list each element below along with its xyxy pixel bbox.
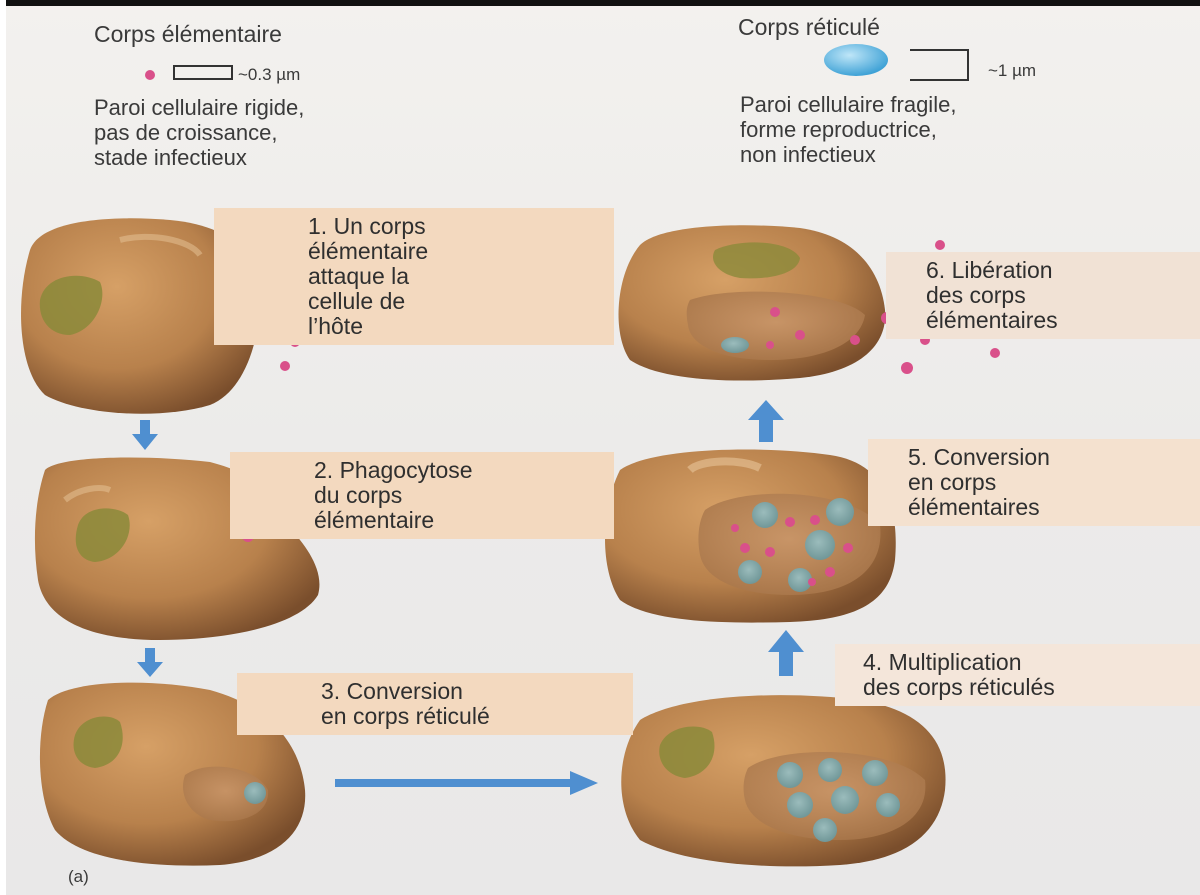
panel-label: (a)	[68, 864, 89, 889]
step-1-label: 1. Un corps élémentaire attaque la cellu…	[214, 208, 614, 345]
legend-reticulate-glyph	[824, 44, 968, 80]
host-cell-step-4	[621, 695, 945, 866]
arrow-step-3-to-4	[335, 771, 598, 795]
legend-reticulate-size: ~1 µm	[988, 58, 1036, 83]
host-cell-step-6	[619, 225, 886, 380]
arrow-step-5-to-6	[748, 400, 784, 442]
step-2-label: 2. Phagocytose du corps élémentaire	[230, 452, 614, 539]
step-3-label: 3. Conversion en corps réticulé	[237, 673, 633, 735]
arrow-step-4-to-5	[768, 630, 804, 676]
step-4-label: 4. Multiplication des corps réticulés	[835, 644, 1200, 706]
legend-elementary-glyph	[145, 66, 232, 80]
step-5-label: 5. Conversion en corps élémentaires	[868, 439, 1200, 526]
host-cell-step-5	[605, 450, 896, 623]
step-6-label: 6. Libération des corps élémentaires	[886, 252, 1200, 339]
arrow-step-2-to-3	[137, 648, 163, 677]
legend-reticulate-description: Paroi cellulaire fragile, forme reproduc…	[740, 92, 956, 167]
legend-elementary-size: ~0.3 µm	[238, 62, 300, 87]
arrow-step-1-to-2	[132, 420, 158, 450]
legend-elementary-title: Corps élémentaire	[94, 22, 282, 47]
legend-reticulate-title: Corps réticulé	[738, 15, 880, 40]
legend-elementary-description: Paroi cellulaire rigide, pas de croissan…	[94, 95, 304, 170]
